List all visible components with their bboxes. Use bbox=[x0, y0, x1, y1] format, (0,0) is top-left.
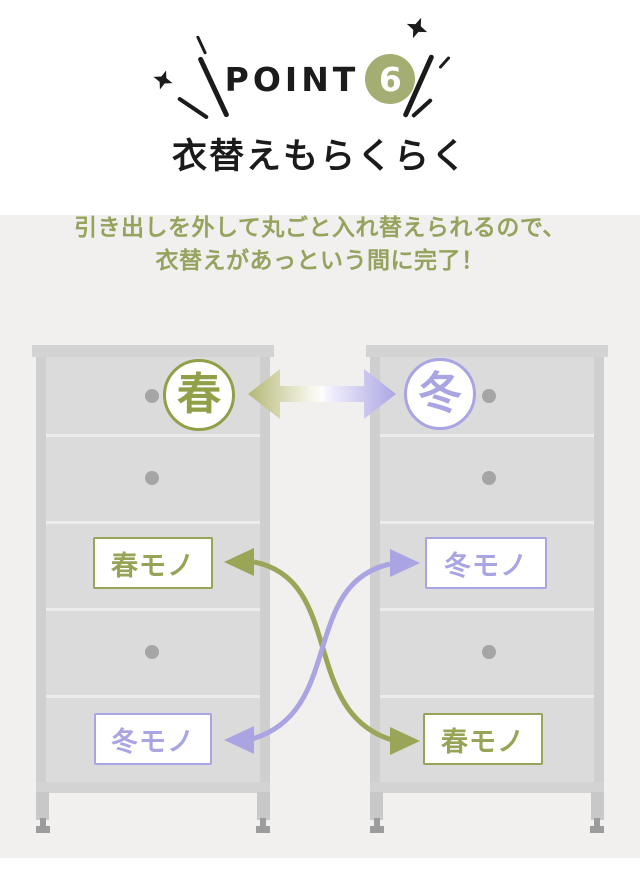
spring-season-circle: 春 bbox=[163, 359, 235, 431]
chest-leg bbox=[370, 792, 383, 820]
point-header: POINT 6 bbox=[0, 53, 640, 105]
right-middle-drawer-label: 冬モノ bbox=[425, 537, 547, 589]
description-line-2: 衣替えがあっという間に完了！ bbox=[155, 248, 485, 274]
chest-foot bbox=[590, 826, 604, 833]
chest-foot bbox=[594, 818, 600, 827]
chest-leg bbox=[36, 792, 49, 820]
speed-line-icon bbox=[195, 35, 208, 55]
description-text: 引き出しを外して丸ごと入れ替えられるので、 衣替えがあっという間に完了！ bbox=[0, 212, 640, 278]
right-chest-bottom-rail bbox=[370, 782, 604, 793]
sparkle-right-icon bbox=[403, 14, 432, 43]
chest-leg bbox=[591, 792, 604, 820]
page-title: 衣替えもらくらく bbox=[171, 137, 468, 177]
drawer-knob-icon bbox=[145, 645, 159, 659]
description-line-1: 引き出しを外して丸ごと入れ替えられるので、 bbox=[74, 215, 566, 241]
chest-leg bbox=[257, 792, 270, 820]
left-bottom-drawer-label: 冬モノ bbox=[94, 713, 212, 765]
right-bottom-drawer-label: 春モノ bbox=[423, 713, 543, 765]
drawer-knob-icon bbox=[145, 389, 159, 403]
right-chest-top-board bbox=[366, 345, 608, 357]
drawer-knob-icon bbox=[145, 471, 159, 485]
point-label: POINT bbox=[224, 59, 360, 99]
left-middle-drawer-label: 春モノ bbox=[93, 537, 213, 589]
drawer-knob-icon bbox=[482, 471, 496, 485]
chest-foot bbox=[256, 826, 270, 833]
chest-foot bbox=[36, 826, 50, 833]
chest-foot bbox=[374, 818, 380, 827]
point-number-badge: 6 bbox=[365, 54, 416, 104]
left-chest-top-board bbox=[32, 345, 274, 357]
chest-foot bbox=[370, 826, 384, 833]
winter-season-circle: 冬 bbox=[404, 358, 476, 430]
chest-foot bbox=[260, 818, 266, 827]
left-chest-bottom-rail bbox=[36, 782, 270, 793]
chest-foot bbox=[40, 818, 46, 827]
drawer-knob-icon bbox=[482, 645, 496, 659]
drawer-knob-icon bbox=[482, 389, 496, 403]
